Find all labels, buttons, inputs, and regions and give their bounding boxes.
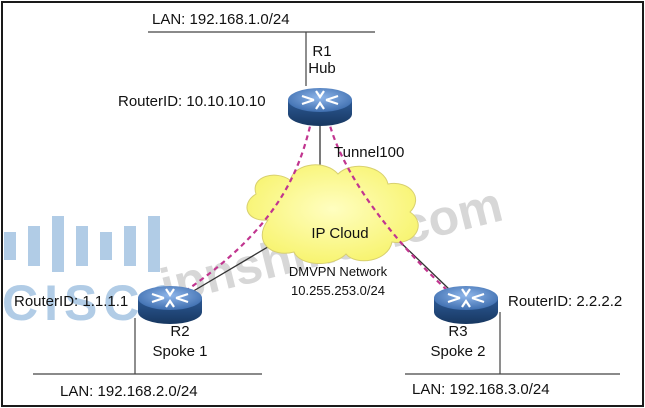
tunnel-label: Tunnel100 [334, 144, 404, 161]
ip-cloud-label: IP Cloud [311, 225, 368, 242]
tunnel-hub-spoke2 [326, 117, 459, 301]
spoke2-name: R3 [448, 323, 467, 340]
spoke2-lan-label: LAN: 192.168.3.0/24 [412, 381, 550, 398]
router-icon [288, 88, 352, 126]
dmvpn-network-label: DMVPN Network [289, 264, 388, 279]
hub-name: R1 [312, 43, 331, 60]
hub-role: Hub [308, 60, 336, 77]
hub-router-id: RouterID: 10.10.10.10 [118, 93, 266, 110]
spoke1-name: R2 [170, 323, 189, 340]
hub-lan-label: LAN: 192.168.1.0/24 [152, 11, 290, 28]
spoke2-router-id: RouterID: 2.2.2.2 [508, 293, 622, 310]
router-icon [434, 286, 498, 324]
lan-lines [33, 31, 620, 375]
dmvpn-tunnels [171, 117, 459, 301]
spoke1-role: Spoke 1 [152, 343, 207, 360]
spoke1-lan-label: LAN: 192.168.2.0/24 [60, 383, 198, 400]
dmvpn-network-subnet: 10.255.253.0/24 [291, 283, 385, 298]
cisco-watermark-logo: CISCO [2, 216, 184, 331]
router-icon [138, 286, 202, 324]
spoke2-role: Spoke 2 [430, 343, 485, 360]
ip-cloud: IP Cloud [246, 164, 419, 265]
spoke1-router-id: RouterID: 1.1.1.1 [14, 293, 128, 310]
tunnel-hub-spoke1 [171, 117, 314, 301]
